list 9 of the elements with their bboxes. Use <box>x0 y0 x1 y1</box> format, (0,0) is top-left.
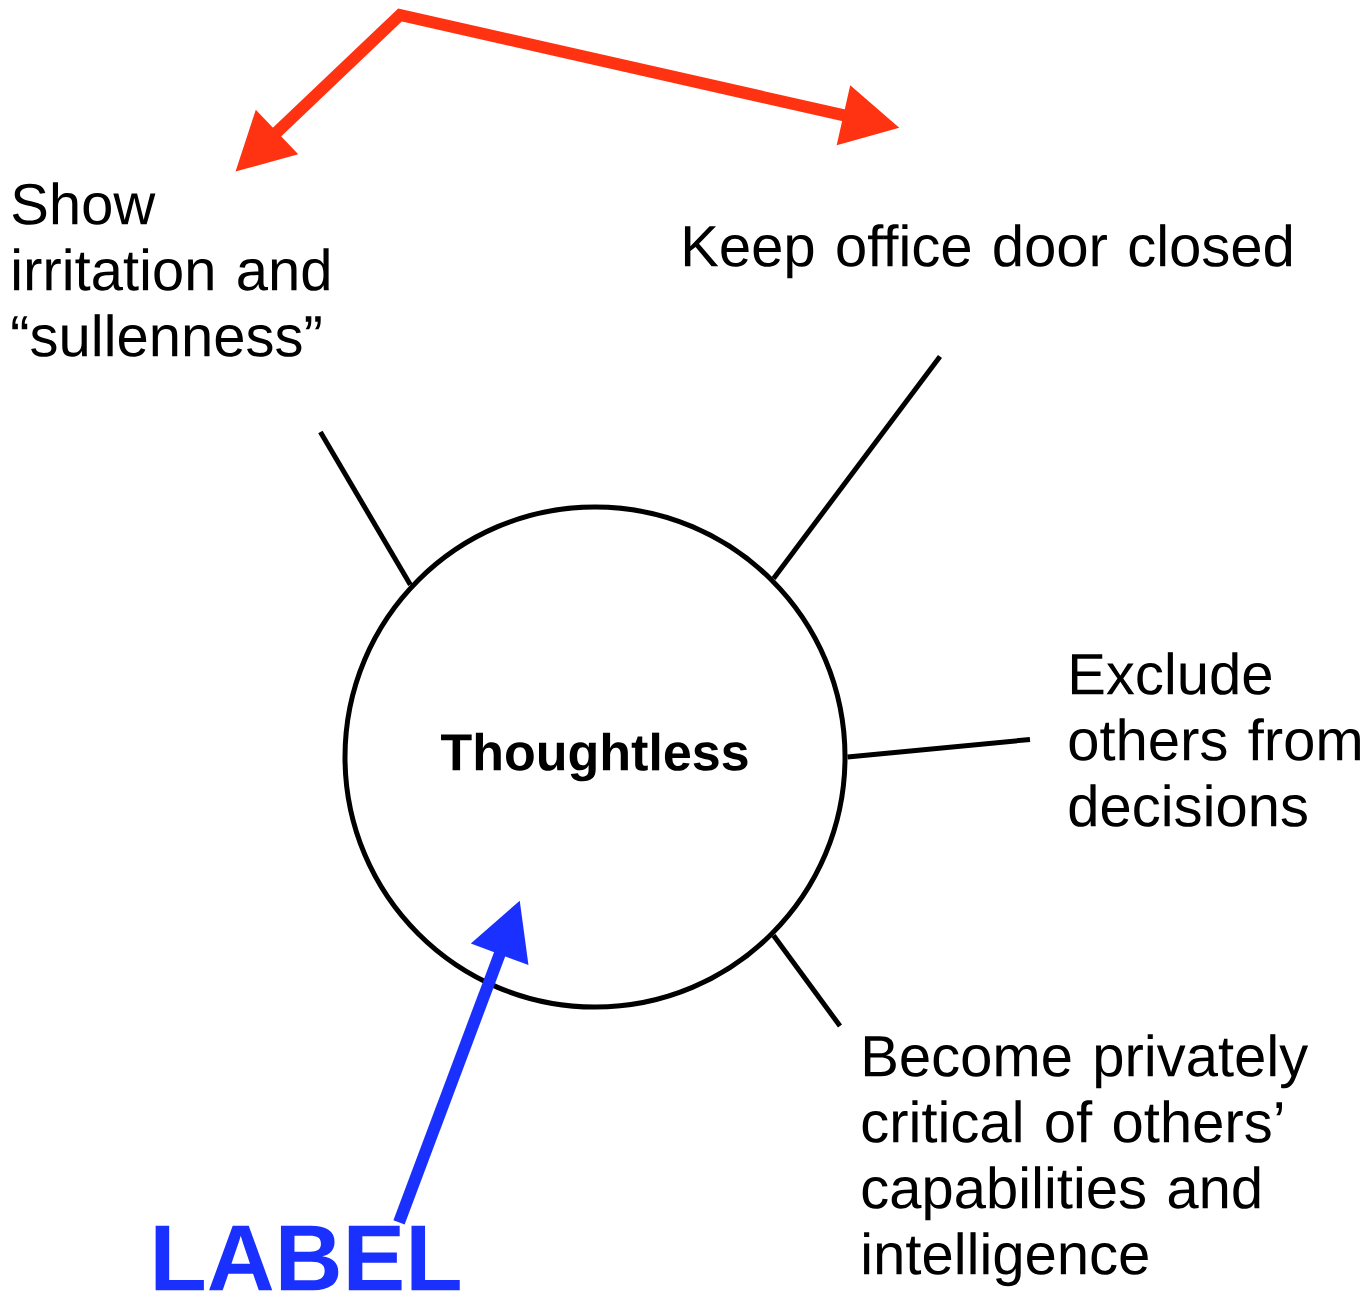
label-text: LABEL <box>155 1225 460 1291</box>
statement-text: Keep office door closed <box>684 224 1292 279</box>
statement-text: Become privately critical of others’ capabilities and intelligence <box>862 1034 1309 1287</box>
connector-line <box>847 737 1031 760</box>
connector-line <box>318 430 413 587</box>
statement-text: Exclude others from decisions <box>1069 652 1360 827</box>
connector-line <box>771 354 942 580</box>
statement-text: Show irritation and “sullenness” <box>12 182 329 357</box>
connector-line <box>771 934 843 1028</box>
